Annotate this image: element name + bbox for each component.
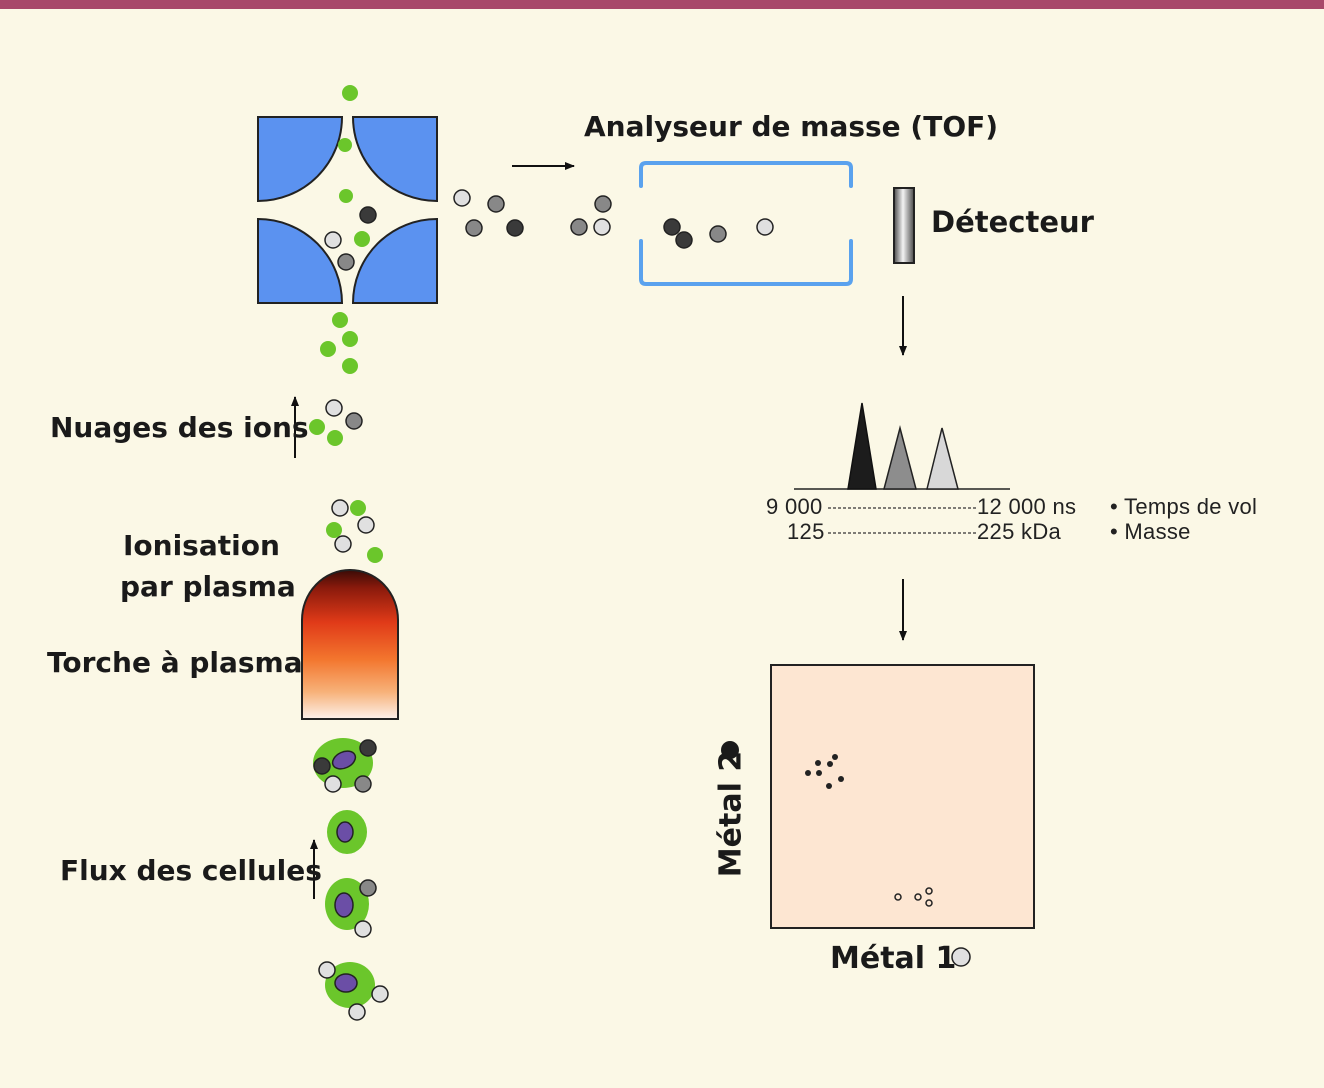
cell-labeled-middle [325, 878, 377, 938]
metal-ions-in-quadrupole [324, 206, 377, 271]
scatter-plot-area [770, 664, 1035, 929]
ionization-label-line2: par plasma [120, 570, 296, 603]
quadrupole-rod-bottom-right [351, 217, 438, 304]
cell-labeled-bottom [318, 961, 389, 1021]
spectrum-peak-dark [847, 402, 877, 490]
cell-flow-label: Flux des cellules [60, 854, 322, 887]
tof-spectrum [794, 402, 1010, 534]
ion-clouds-label: Nuages des ions [50, 411, 309, 444]
quadrupole-rod-bottom-left [257, 217, 344, 304]
plasma-torch [301, 569, 399, 720]
detector-icon [893, 187, 915, 264]
metal2-marker-icon [721, 741, 739, 759]
scatter-points-metal2 [805, 754, 844, 789]
ionization-label-line1: Ionisation [123, 529, 280, 562]
cell-labeled-top [313, 738, 377, 793]
tof-start-value: 9 000 [766, 494, 823, 519]
tof-flight-tube [639, 161, 853, 286]
green-ion-stream [320, 85, 370, 374]
metal1-marker-icon [951, 947, 971, 967]
ions-in-tof [663, 218, 774, 249]
detector-label: Détecteur [931, 205, 1094, 239]
legend-time-of-flight: • Temps de vol [1110, 494, 1258, 519]
ion-cloud [309, 399, 363, 446]
mass-end-value: 225 kDa [977, 519, 1062, 544]
scatter-y-label: Métal 2 [713, 750, 749, 878]
scatter-x-label: Métal 1 [830, 941, 957, 976]
analyzer-title: Analyseur de masse (TOF) [584, 110, 999, 143]
spectrum-peak-light [926, 427, 959, 490]
quadrupole-rod-top-right [351, 116, 438, 203]
ions-above-torch [326, 499, 383, 563]
quadrupole [257, 116, 438, 304]
scatter-points-metal1 [894, 887, 933, 907]
spectrum-peak-mid [883, 425, 917, 490]
cell-unlabeled [327, 810, 367, 854]
legend-mass: • Masse [1110, 519, 1191, 544]
ions-entering-tof [570, 195, 612, 236]
mass-start-value: 125 [787, 519, 825, 544]
ions-leaving-quadrupole [453, 189, 524, 237]
quadrupole-rod-top-left [257, 116, 344, 203]
torch-label: Torche à plasma [47, 646, 303, 679]
top-accent-bar [0, 0, 1324, 9]
tof-end-value: 12 000 ns [977, 494, 1077, 519]
